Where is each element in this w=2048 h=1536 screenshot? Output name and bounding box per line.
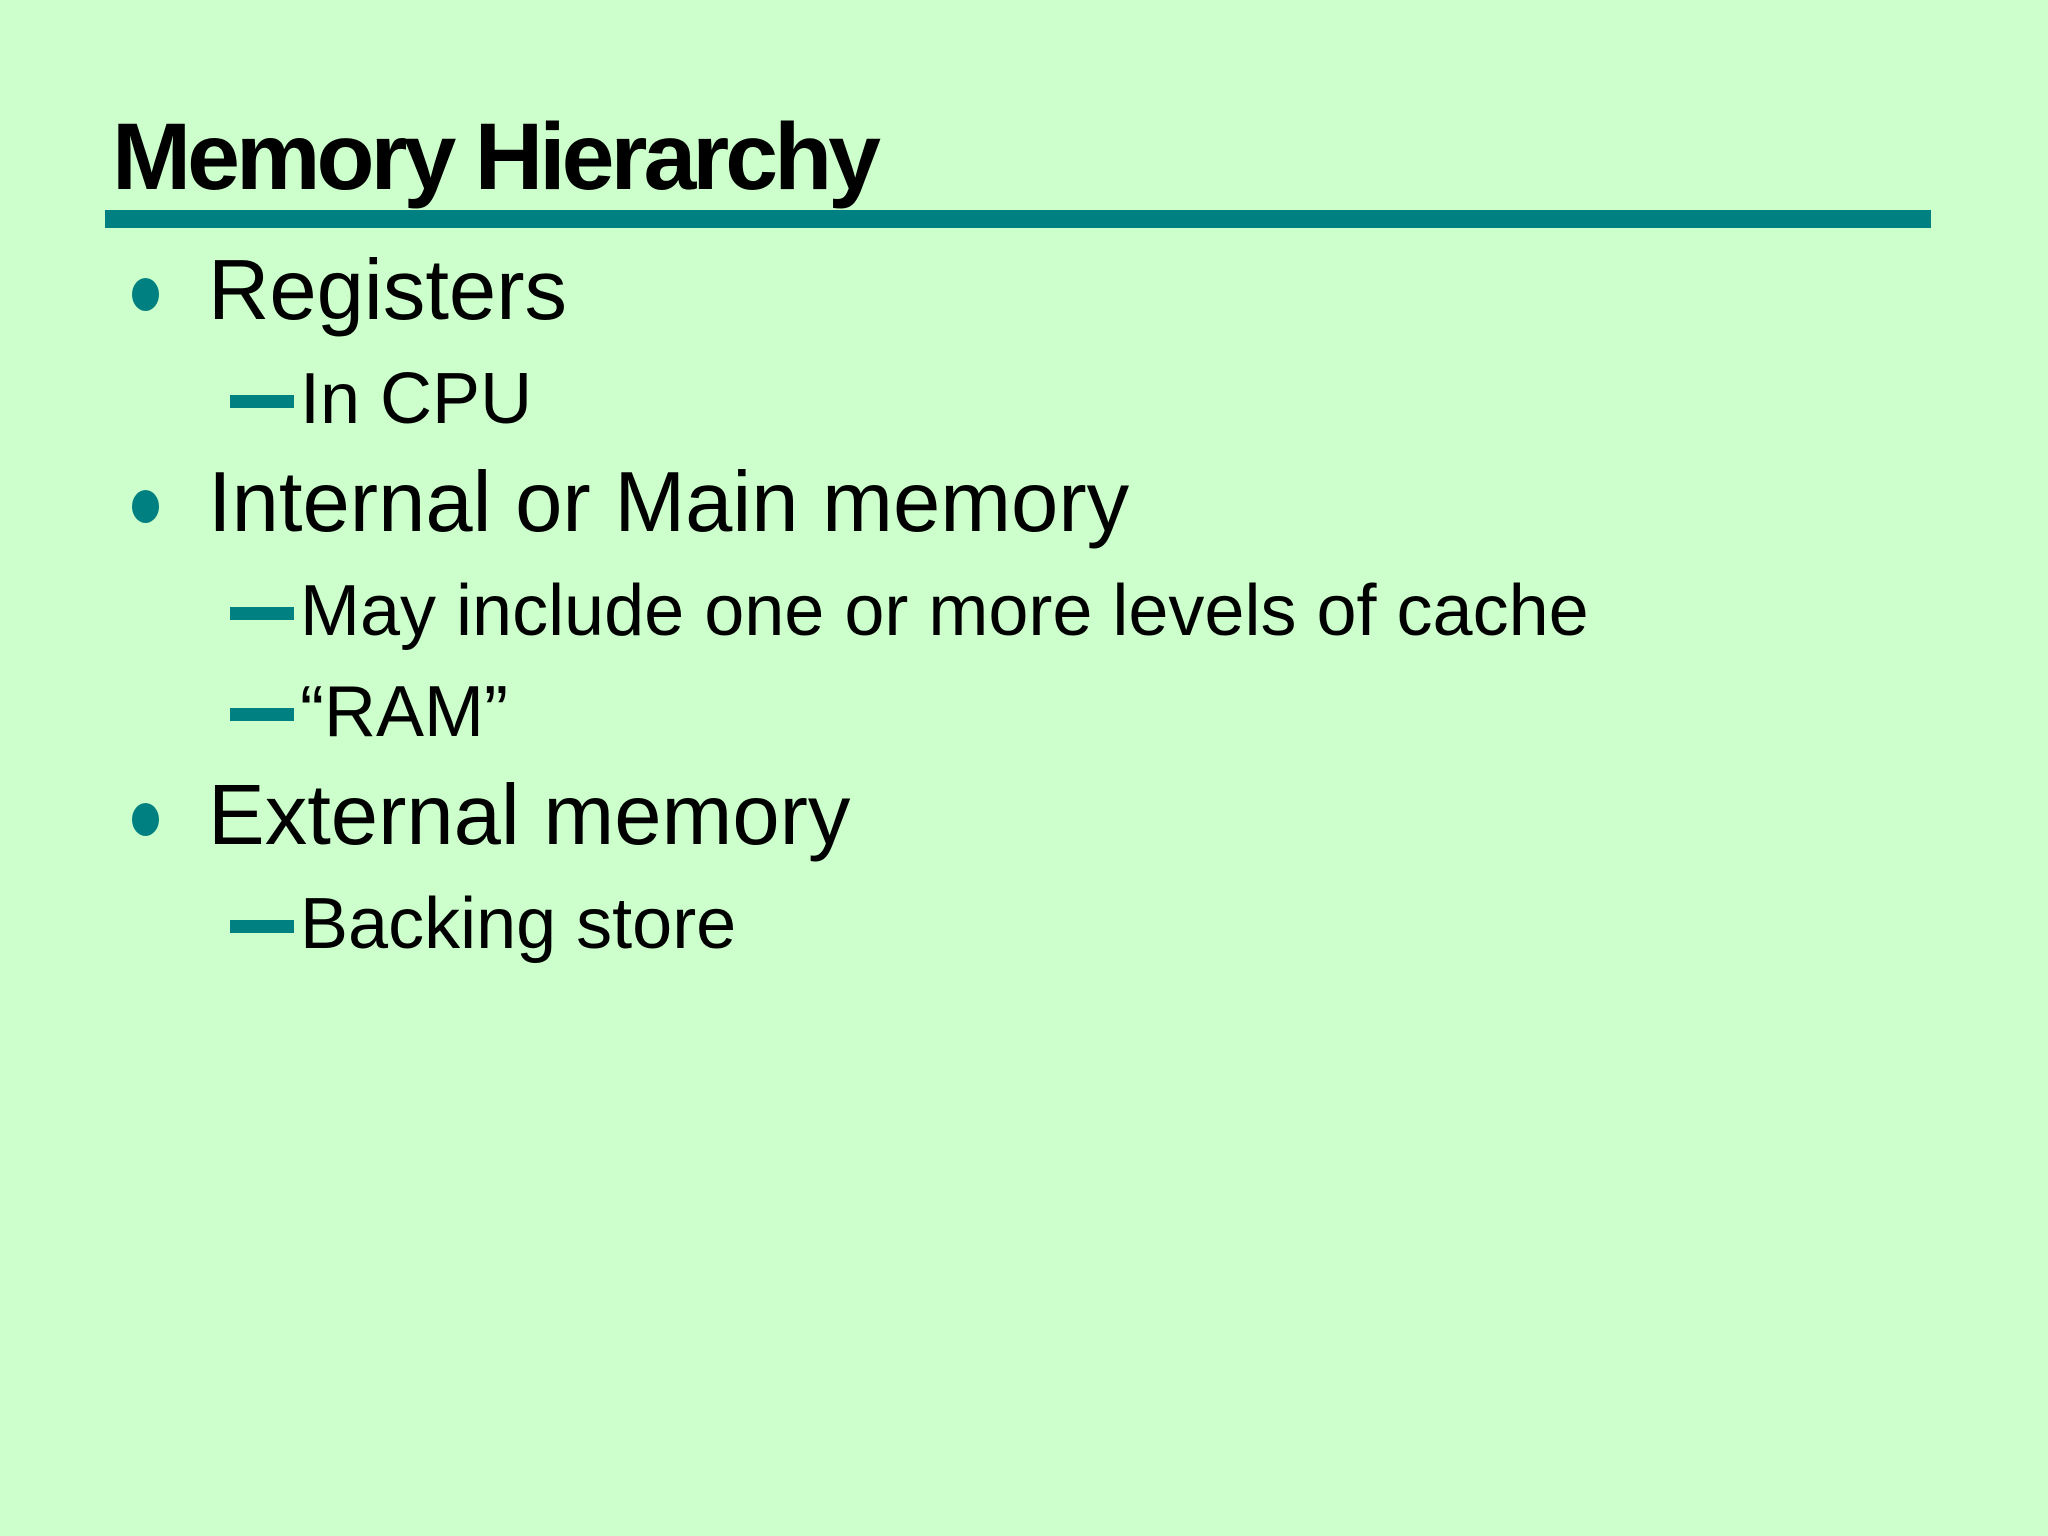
sub-bullet-dash-icon [230, 707, 294, 721]
bullet-label: Registers [208, 243, 568, 338]
bullet-dot-icon [132, 278, 159, 311]
title-underline-rule [105, 210, 1931, 228]
bullet-item: Internal or Main memory [130, 452, 1968, 554]
sub-bullet-label: May include one or more levels of cache [300, 571, 1589, 652]
sub-bullet-dash-icon [230, 920, 294, 934]
sub-bullet-dash-icon [230, 395, 294, 408]
bullet-item: Registers [130, 240, 1968, 342]
bullet-label: External memory [208, 768, 851, 864]
sub-bullet-label: In CPU [300, 359, 533, 439]
sub-bullet-item: In CPU [230, 356, 1968, 442]
slide-title: Memory Hierarchy [112, 104, 881, 210]
sub-bullet-label: Backing store [300, 884, 737, 965]
sub-bullet-dash-icon [230, 607, 294, 621]
bullet-item: External memory [130, 765, 1968, 867]
sub-bullet-label: “RAM” [300, 671, 508, 752]
bullet-label: Internal or Main memory [208, 455, 1130, 551]
sub-bullet-item: “RAM” [230, 669, 1968, 755]
sub-bullet-item: Backing store [230, 881, 1968, 967]
bullet-dot-icon [132, 803, 159, 837]
bullet-dot-icon [132, 490, 159, 524]
sub-bullet-item: May include one or more levels of cache [230, 568, 1968, 654]
